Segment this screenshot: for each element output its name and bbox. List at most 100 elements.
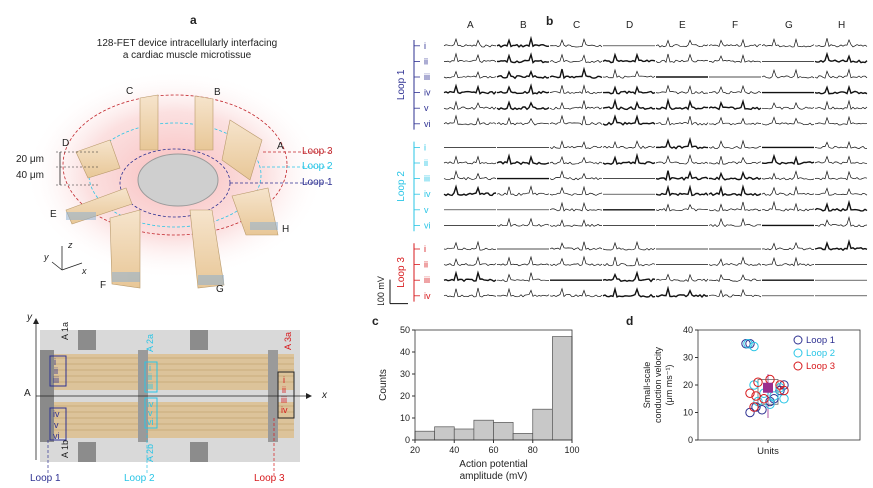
trace-line bbox=[655, 136, 709, 150]
bottom-axis-x: x bbox=[322, 390, 327, 401]
trace-column-label: G bbox=[785, 20, 793, 31]
trace-line bbox=[655, 53, 709, 64]
trace-line bbox=[814, 239, 868, 252]
trace-line bbox=[549, 114, 603, 126]
ring-label-b: B bbox=[214, 87, 221, 98]
trace-line bbox=[549, 201, 603, 212]
trace-line bbox=[655, 116, 709, 126]
scale-bar-voltage: 100 mV bbox=[376, 276, 386, 305]
trace-line bbox=[655, 153, 709, 165]
trace-line bbox=[814, 216, 868, 227]
roman-l2-ii: ii bbox=[148, 372, 152, 382]
trace-row-label: vi bbox=[424, 220, 431, 230]
trace-row-label: iii bbox=[424, 275, 430, 285]
scatter-point bbox=[749, 402, 759, 412]
roman-l1-ii: ii bbox=[54, 366, 58, 376]
trace-line bbox=[549, 241, 603, 251]
trace-line bbox=[708, 139, 762, 149]
trace-line bbox=[496, 153, 550, 166]
ring-label-c: C bbox=[126, 86, 134, 97]
trace-line bbox=[814, 187, 868, 196]
trace-line bbox=[549, 140, 603, 150]
axis-y: y bbox=[44, 252, 49, 262]
roman-l1-v: v bbox=[54, 420, 59, 430]
scatter-point bbox=[779, 394, 789, 404]
trace-line bbox=[708, 201, 762, 212]
trace-line bbox=[708, 54, 762, 63]
y-tick-label: 10 bbox=[400, 413, 410, 423]
bottom-loop1-label: Loop 1 bbox=[30, 473, 61, 484]
trace-column-label: F bbox=[732, 20, 738, 31]
trace-column-label: D bbox=[626, 20, 633, 31]
ring-label-e: E bbox=[50, 209, 57, 220]
histogram-bar bbox=[473, 419, 494, 441]
trace-line bbox=[549, 100, 603, 110]
axis-x: x bbox=[82, 266, 87, 276]
trace-line bbox=[549, 66, 603, 80]
histogram-bar bbox=[453, 428, 475, 441]
trace-line bbox=[602, 152, 656, 165]
trace-column-label: H bbox=[838, 20, 845, 31]
mean-marker bbox=[763, 382, 773, 393]
trace-row-label: i bbox=[424, 41, 426, 51]
trace-line bbox=[708, 256, 762, 267]
trace-row-label: ii bbox=[424, 56, 428, 66]
scatter-frame bbox=[697, 329, 861, 441]
trace-line bbox=[496, 83, 550, 95]
trace-line bbox=[814, 38, 868, 48]
trace-row-label: v bbox=[424, 205, 429, 215]
trace-line bbox=[602, 256, 656, 267]
histogram-bar bbox=[512, 433, 534, 441]
col-label-3a: A 3a bbox=[283, 331, 293, 350]
trace-line bbox=[708, 98, 762, 111]
legend-label: Loop 1 bbox=[806, 335, 835, 346]
trace-line bbox=[602, 140, 656, 150]
roman-l3-i: i bbox=[283, 375, 285, 385]
trace-line bbox=[655, 285, 709, 299]
scatter-point bbox=[743, 339, 753, 349]
trace-line bbox=[708, 217, 762, 228]
x-tick-label: 40 bbox=[449, 445, 459, 455]
trace-line bbox=[655, 273, 709, 283]
trace-line bbox=[443, 170, 497, 181]
roman-l1-i: i bbox=[54, 357, 56, 367]
trace-row-label: i bbox=[424, 244, 426, 254]
trace-line bbox=[549, 155, 603, 165]
bottom-label-a: A bbox=[24, 388, 31, 399]
trace-line bbox=[443, 155, 497, 165]
chip-micrograph bbox=[33, 318, 312, 475]
panel-a-letter: a bbox=[190, 13, 197, 27]
trace-line bbox=[709, 156, 762, 165]
x-axis-title-line2: amplitude (mV) bbox=[460, 471, 528, 482]
trace-column-label: B bbox=[520, 20, 527, 31]
x-tick-label: 20 bbox=[410, 445, 420, 455]
trace-line bbox=[497, 272, 550, 282]
y-axis-title-line1: Small-scale bbox=[642, 362, 652, 409]
trace-row-label: ii bbox=[424, 158, 428, 168]
histogram-bar bbox=[552, 336, 573, 441]
y-tick-label: 20 bbox=[400, 391, 410, 401]
axis-z: z bbox=[68, 240, 73, 250]
trace-line bbox=[761, 101, 815, 110]
trace-line bbox=[496, 69, 550, 80]
roman-l2-iv: iv bbox=[147, 399, 154, 409]
panel-b-letter: b bbox=[546, 14, 554, 28]
trace-line bbox=[496, 116, 550, 126]
col-label-1a: A 1a bbox=[60, 321, 70, 340]
panel-a-title-line1: 128-FET device intracellularly interfaci… bbox=[96, 38, 278, 49]
legend-marker bbox=[793, 335, 803, 345]
trace-line bbox=[496, 35, 550, 48]
x-tick-label: 80 bbox=[528, 445, 538, 455]
trace-line bbox=[496, 255, 550, 267]
roman-l2-iii: iii bbox=[147, 381, 153, 391]
y-tick-label: 30 bbox=[683, 353, 693, 363]
trace-line bbox=[761, 185, 815, 196]
scatter-point bbox=[779, 385, 789, 396]
histogram-bar bbox=[434, 426, 455, 441]
y-tick-label: 0 bbox=[405, 435, 410, 445]
histogram-bar bbox=[532, 408, 553, 441]
trace-line bbox=[708, 273, 762, 282]
trace-line bbox=[549, 255, 603, 267]
trace-row-label: ii bbox=[424, 260, 428, 270]
